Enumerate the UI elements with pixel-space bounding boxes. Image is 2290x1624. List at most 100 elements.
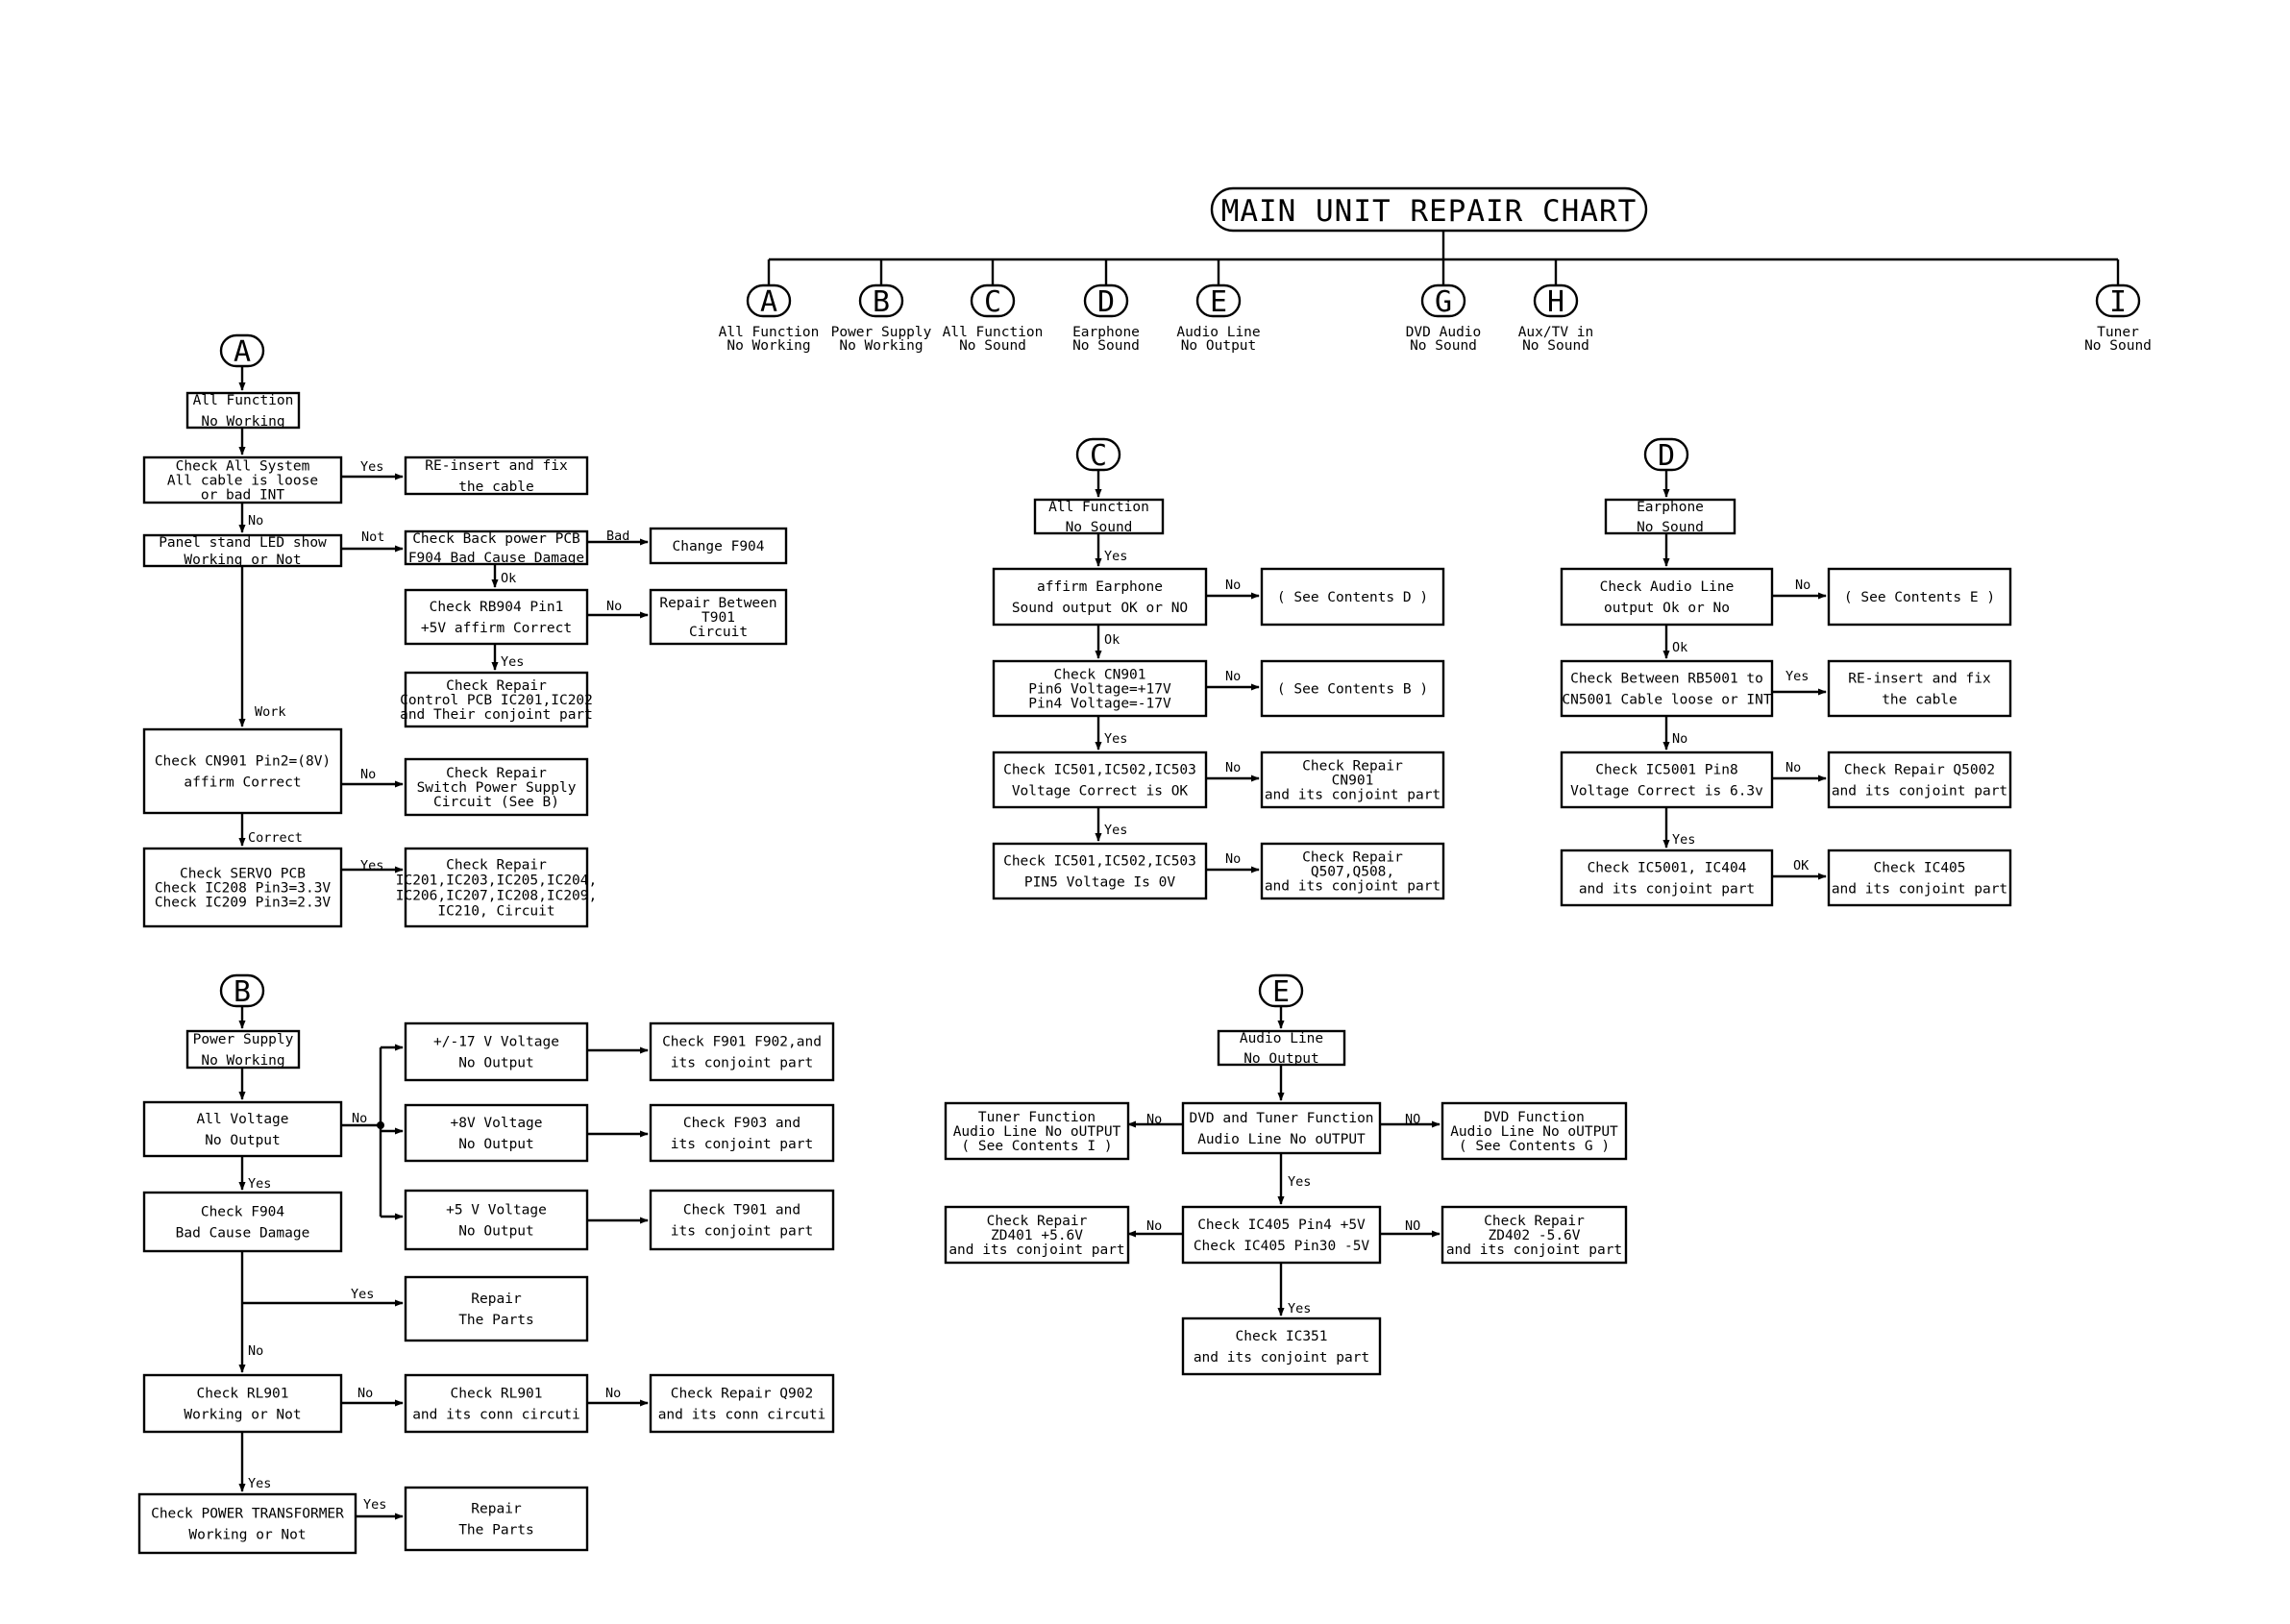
flow-a-repair-t901-line-1: Repair Between: [659, 596, 776, 611]
flow-d-q5002-box: [1827, 750, 2012, 809]
flow-c-see-b-box: [1260, 659, 1445, 718]
flow-d-ic405-line-1: Check IC405: [1873, 861, 1965, 876]
edge-label-a-bad: Bad: [606, 529, 629, 544]
index-circle-g-letter: G: [1435, 285, 1452, 319]
flow-a-start-line-1: All Function: [193, 393, 294, 408]
flow-e-zd402-box: [1440, 1205, 1628, 1265]
edge-label-e-no3: No: [1146, 1218, 1162, 1234]
flow-e-start-box: [1217, 1029, 1346, 1067]
edge-label-e-yes1: Yes: [1288, 1174, 1311, 1190]
flow-c-repair-q507-line-3: and its conjoint part: [1265, 879, 1440, 895]
flow-e-ic405-box: [1181, 1205, 1382, 1265]
flow-e-start-line-1: Audio Line: [1240, 1031, 1323, 1046]
flow-c-start-line-1: All Function: [1048, 500, 1149, 515]
flow-a-control-pcb-box: [404, 671, 589, 728]
index-caption-d-1: Earphone: [1072, 325, 1140, 340]
flow-e-dvd-tuner-box: [1181, 1101, 1382, 1155]
index-circle-g: [1420, 283, 1466, 318]
index-caption-b-2: No Working: [839, 338, 923, 354]
flow-e-zd402-line-1: Check Repair: [1484, 1214, 1585, 1229]
flow-e-ic405-line-1: Check IC405 Pin4 +5V: [1197, 1218, 1366, 1233]
index-circle-a-letter: A: [760, 285, 777, 319]
edge-label-a-yes3: Yes: [360, 858, 383, 874]
edge-label-d-ok: Ok: [1672, 640, 1687, 655]
edge-label-e-no1: No: [1146, 1112, 1162, 1127]
flow-d-q5002-line-1: Check Repair Q5002: [1844, 763, 1995, 778]
edge-label-d-no2: No: [1672, 731, 1687, 747]
edge-label-e-no4: NO: [1405, 1218, 1420, 1234]
index-caption-h-2: No Sound: [1522, 338, 1589, 354]
flow-b-transformer-box: [137, 1492, 357, 1555]
flow-a-circle-letter: A: [234, 335, 251, 369]
flow-e-ic351-box: [1181, 1316, 1382, 1376]
flow-a-switch-power-box: [404, 757, 589, 817]
index-caption-a-2: No Working: [726, 338, 810, 354]
flow-b-f903-line-2: its conjoint part: [671, 1137, 813, 1152]
flow-a-rb904-box: [404, 588, 589, 646]
edge-label-c-ok: Ok: [1104, 632, 1120, 648]
flow-b-repair-parts-2-line-1: Repair: [471, 1502, 522, 1517]
index-caption-d-2: No Sound: [1072, 338, 1140, 354]
flow-c-earphone-line-2: Sound output OK or NO: [1012, 601, 1188, 616]
flow-a-repair-ics-box: [404, 847, 589, 928]
flow-e-tuner-fn-box: [944, 1101, 1130, 1161]
flow-a-change-f904-line-1: Change F904: [672, 539, 764, 554]
flow-b-q902-box: [649, 1373, 835, 1434]
flow-e-dvd-fn-box: [1440, 1101, 1628, 1161]
flow-d-rb5001-box: [1560, 659, 1774, 718]
flow-b-v17-line-2: No Output: [458, 1056, 534, 1071]
index-caption-i-1: Tuner: [2097, 325, 2139, 340]
flow-a-switch-power-line-3: Circuit (See B): [433, 795, 559, 810]
edge-label-a-yes2: Yes: [501, 654, 524, 670]
flow-d-audio-line-box: [1560, 567, 1774, 627]
flow-c-repair-q507-box: [1260, 842, 1445, 900]
index-circle-c: [970, 283, 1016, 318]
flow-d-see-e-box: [1827, 567, 2012, 627]
flow-a-panel-led-line-1: Panel stand LED show: [159, 535, 327, 551]
index-caption-e-1: Audio Line: [1176, 325, 1260, 340]
flow-a-back-pcb-box: [404, 529, 589, 566]
flow-c-repair-q507-line-2: Q507,Q508,: [1311, 865, 1394, 880]
flow-a-switch-power-line-2: Switch Power Supply: [417, 780, 577, 796]
index-caption-i-2: No Sound: [2084, 338, 2152, 354]
index-caption-g-1: DVD Audio: [1406, 325, 1482, 340]
index-circle-i: [2095, 283, 2141, 318]
index-circle-b: [858, 283, 904, 318]
flow-e-circle: [1258, 973, 1304, 1008]
flow-a-servo-line-1: Check SERVO PCB: [180, 867, 306, 882]
flow-b-f901-box: [649, 1021, 835, 1082]
index-circle-b-letter: B: [873, 285, 890, 319]
flow-e-dvd-tuner-line-1: DVD and Tuner Function: [1189, 1111, 1373, 1126]
index-caption-a-1: All Function: [719, 325, 820, 340]
flow-d-rb5001-line-1: Check Between RB5001 to: [1570, 672, 1763, 687]
flow-a-check-system-box: [142, 455, 343, 504]
flow-b-f901-line-1: Check F901 F902,and: [662, 1035, 822, 1050]
edge-label-a-no2: No: [606, 599, 622, 614]
flow-a-repair-ics-line-2: IC201,IC203,IC205,IC204,: [396, 874, 598, 889]
flow-c-start-box: [1033, 498, 1165, 535]
flow-e-zd401-box: [944, 1205, 1130, 1265]
flow-e-dvd-tuner-line-2: Audio Line No oUTPUT: [1197, 1132, 1366, 1147]
flow-b-v5-line-2: No Output: [458, 1224, 534, 1240]
index-caption-h-1: Aux/TV in: [1518, 325, 1594, 340]
edge-label-a-work: Work: [255, 704, 286, 720]
flow-a-start-line-2: No Working: [201, 414, 284, 430]
flow-b-v8-line-1: +8V Voltage: [450, 1116, 542, 1131]
flow-d-ic5001-line-1: Check IC5001 Pin8: [1595, 763, 1737, 778]
flow-a-rb904-line-1: Check RB904 Pin1: [430, 600, 564, 615]
flow-c-cn901-box: [992, 659, 1208, 718]
flow-a-check-system-line-2: All cable is loose: [167, 474, 318, 489]
flow-d-ic404-box: [1560, 849, 1774, 907]
index-circle-h-letter: H: [1547, 285, 1564, 319]
flow-c-ic501-line-1: Check IC501,IC502,IC503: [1003, 763, 1196, 778]
index-circle-e-letter: E: [1210, 285, 1227, 319]
flow-e-zd402-line-3: and its conjoint part: [1446, 1243, 1622, 1258]
flow-c-repair-cn901-line-2: CN901: [1332, 774, 1374, 789]
index-circle-e: [1195, 283, 1242, 318]
index-caption-b-1: Power Supply: [831, 325, 932, 340]
flow-a-back-pcb-line-2: F904 Bad Cause Damage: [408, 551, 584, 566]
flow-c-see-d-box: [1260, 567, 1445, 627]
flow-e-ic351-line-1: Check IC351: [1235, 1329, 1327, 1344]
flow-a-start-box: [185, 391, 301, 430]
flow-a-cn901-line-1: Check CN901 Pin2=(8V): [155, 754, 331, 770]
